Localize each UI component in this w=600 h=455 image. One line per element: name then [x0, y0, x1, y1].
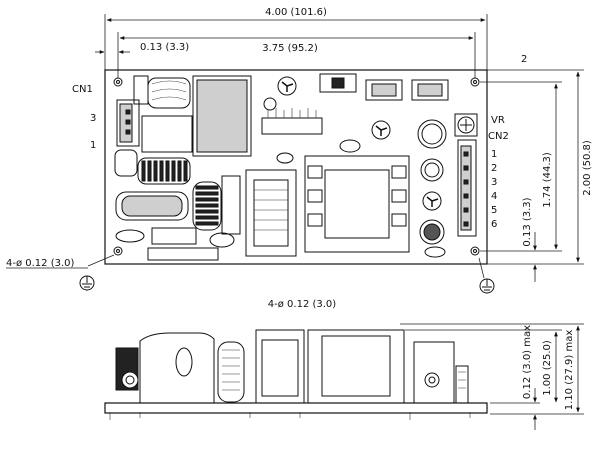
side-overall-height-label: 1.10 (27.9) max: [564, 330, 575, 411]
dimension-overall-height: 2.00 (50.8): [487, 69, 593, 265]
cn1-connector: [116, 99, 140, 147]
right-hole-offset-label: 0.13 (3.3): [522, 197, 533, 246]
fan-symbol-2: [371, 120, 391, 140]
y-capacitor: [115, 229, 145, 243]
side-component-height-label: 1.00 (25.0): [542, 340, 553, 396]
diode: [114, 149, 138, 177]
pcb-side-view: [104, 329, 488, 420]
overall-width-label: 4.00 (101.6): [265, 7, 327, 18]
cn2-pin-2: 2: [491, 163, 497, 174]
mounting-hole-top-left: [113, 77, 123, 87]
capacitor-mid: [339, 139, 361, 153]
x-capacitor: [192, 75, 252, 157]
cn2-pin-1: 1: [491, 149, 497, 160]
cn1-pin1-label: 1: [90, 140, 96, 151]
cn1-label: CN1: [72, 84, 93, 95]
resistor-long: [147, 247, 219, 261]
side-pcb-thickness-label: 0.12 (3.0) max: [522, 325, 533, 399]
small-component: [133, 75, 149, 105]
side-coil: [217, 341, 245, 403]
cn1-pin3-label: 3: [90, 113, 96, 124]
cn2-pin-5: 5: [491, 205, 497, 216]
cn2-pin-6: 6: [491, 219, 497, 230]
dimension-overall-width: 4.00 (101.6): [104, 7, 488, 70]
cn2-connector: [457, 139, 477, 237]
resistor-block: [221, 175, 241, 235]
bulk-capacitor-left: [115, 191, 189, 221]
capacitor-small-2: [263, 97, 277, 111]
optocoupler: [319, 73, 357, 93]
mount-holes-left-label: 4-ø 0.12 (3.0): [6, 258, 75, 269]
hole-spacing-label: 3.75 (95.2): [262, 43, 318, 54]
transformer: [304, 155, 410, 253]
ground-symbol-left: [79, 275, 95, 291]
fan-symbol-3: [422, 191, 442, 211]
common-mode-choke: [137, 157, 191, 185]
cn2-pin-labels: 1 2 3 4 5 6: [491, 149, 497, 230]
resistor: [151, 227, 197, 245]
output-capacitor-1: [417, 119, 447, 149]
side-capacitor: [115, 332, 215, 403]
mounting-hole-bottom-left: [113, 246, 123, 256]
output-capacitor-3: [419, 219, 445, 245]
dimension-side-pcb-thickness: 0.12 (3.0) max: [490, 325, 540, 430]
side-inductor: [255, 329, 305, 404]
power-inductor: [245, 169, 297, 257]
heatsink: [261, 108, 323, 135]
dimension-side-overall-height: 1.10 (27.9) max: [400, 323, 584, 415]
hole-vertical-label: 1.74 (44.3): [542, 152, 553, 208]
cn2-pin-3: 3: [491, 177, 497, 188]
dimension-side-component-height: 1.00 (25.0): [405, 329, 562, 403]
rectifier-2: [411, 79, 449, 101]
mounting-hole-top-right: [470, 77, 480, 87]
cn2-pin-4: 4: [491, 191, 497, 202]
fuse-holder: [147, 77, 191, 109]
output-capacitor-2: [420, 158, 444, 182]
cn2-label: CN2: [488, 131, 509, 142]
dimension-hole-offset: 0.13 (3.3): [95, 42, 189, 54]
capacitor-small: [209, 232, 235, 248]
side-transformer: [307, 329, 405, 404]
fan-symbol-1: [277, 76, 297, 96]
dimension-right-hole-offset: 0.13 (3.3): [522, 197, 537, 282]
overall-height-label: 2.00 (50.8): [582, 140, 593, 196]
hole-offset-label: 0.13 (3.3): [140, 42, 189, 53]
dimension-hole-spacing: 3.75 (95.2): [117, 32, 476, 78]
dimension-hole-vertical: 1.74 (44.3): [480, 81, 562, 252]
rectifier-1: [365, 79, 403, 101]
side-connector: [413, 341, 469, 404]
ground-symbol-right: [478, 257, 495, 294]
capacitor-tiny: [276, 152, 294, 164]
mounting-hole-bottom-right: [470, 246, 480, 256]
vr-label: VR: [491, 115, 505, 126]
toroid-inductor: [192, 181, 222, 231]
mount-hole-callout-left: 4-ø 0.12 (3.0): [6, 254, 115, 269]
vr-potentiometer[interactable]: [454, 113, 478, 137]
filter-block: [141, 115, 193, 153]
pcb-top-view: [104, 69, 488, 265]
label-2: 2: [521, 54, 527, 65]
mount-holes-center-label: 4-ø 0.12 (3.0): [268, 299, 337, 310]
